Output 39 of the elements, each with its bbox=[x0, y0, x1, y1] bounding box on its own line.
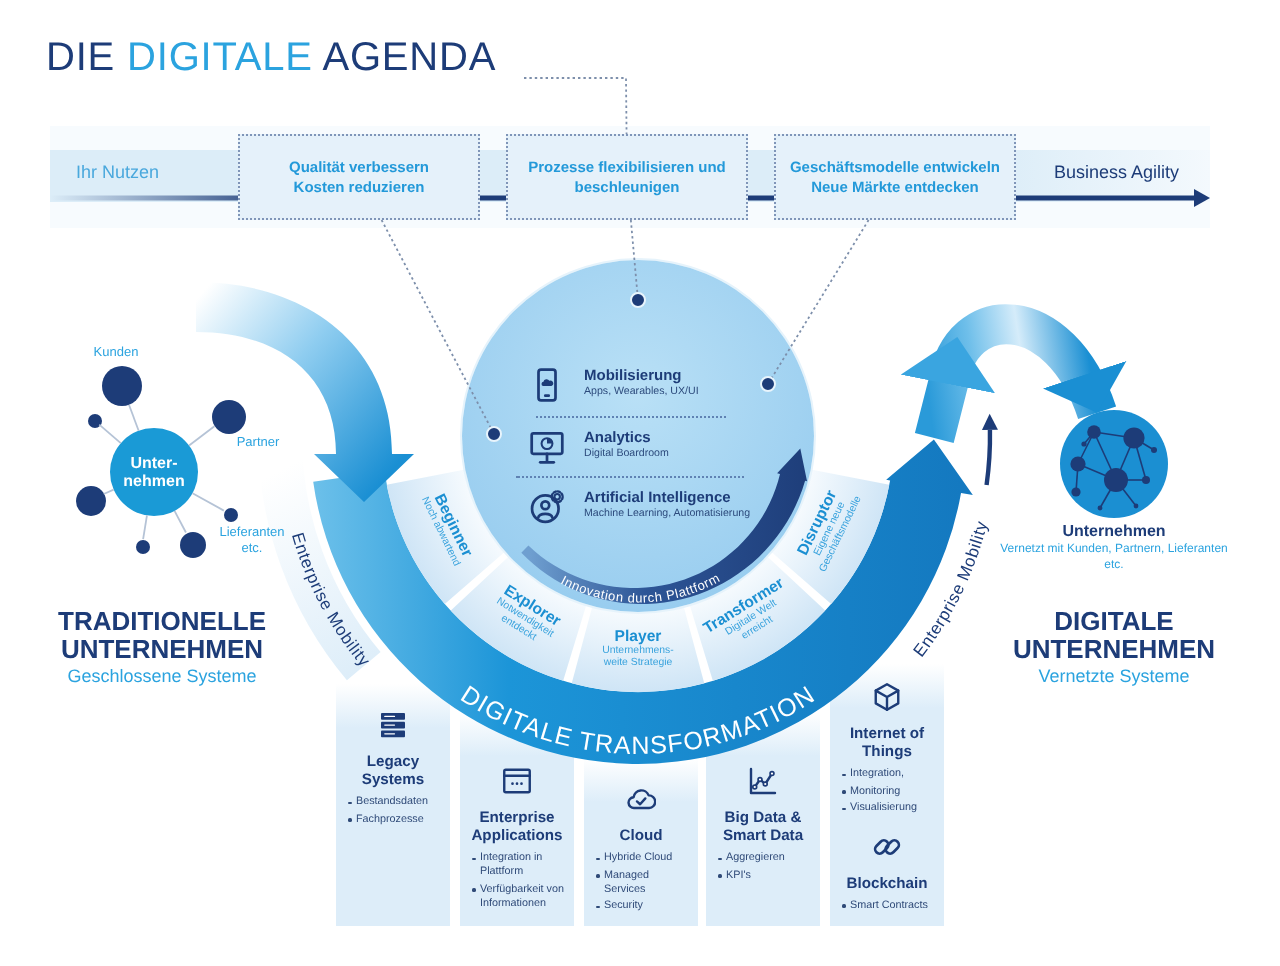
caption-text: DIGITALE UNTERNEHMEN bbox=[1010, 608, 1218, 662]
category-panel bbox=[336, 684, 450, 926]
network-circle bbox=[1060, 410, 1168, 518]
connector-dot bbox=[760, 376, 776, 392]
connector-line bbox=[173, 510, 187, 534]
caption-text: Vernetzte Systeme bbox=[1036, 666, 1192, 688]
connector-dot bbox=[630, 292, 646, 308]
band-label: Ihr Nutzen bbox=[76, 162, 160, 184]
satellite-circle bbox=[211, 399, 245, 433]
node-caption: Unternehmen bbox=[1060, 522, 1168, 542]
satellite-circle bbox=[179, 531, 205, 557]
circle-label: Unter- nehmen bbox=[121, 453, 187, 491]
satellite-circle bbox=[87, 413, 101, 427]
connector-line bbox=[128, 403, 140, 432]
leader-line bbox=[771, 219, 870, 379]
band-label: Business Agility bbox=[1054, 162, 1180, 184]
caption-text: Geschlossene Systeme bbox=[65, 666, 259, 688]
satellite-circle bbox=[223, 507, 237, 521]
benefit-box bbox=[774, 134, 1016, 220]
connector-line bbox=[188, 425, 216, 447]
company-circle bbox=[110, 428, 198, 516]
satellite-circle bbox=[135, 539, 149, 553]
connector-line bbox=[102, 488, 115, 495]
benefit-box bbox=[238, 134, 480, 220]
leader-line bbox=[629, 219, 639, 293]
page-title: DIE DIGITALE AGENDA bbox=[46, 34, 497, 82]
leader-line bbox=[380, 219, 492, 428]
connector-line bbox=[98, 423, 122, 445]
category-panel bbox=[830, 664, 944, 926]
category-panel bbox=[584, 758, 698, 926]
leader-line bbox=[523, 77, 628, 135]
satellite-circle bbox=[102, 366, 142, 406]
caption-text: TRADITIONELLE UNTERNEHMEN bbox=[56, 608, 268, 662]
connector-line bbox=[191, 492, 225, 512]
benefit-band bbox=[50, 126, 1210, 228]
connector-dot bbox=[486, 426, 502, 442]
satellite-circle bbox=[75, 485, 105, 515]
connector-line bbox=[142, 514, 148, 540]
benefit-box bbox=[506, 134, 748, 220]
